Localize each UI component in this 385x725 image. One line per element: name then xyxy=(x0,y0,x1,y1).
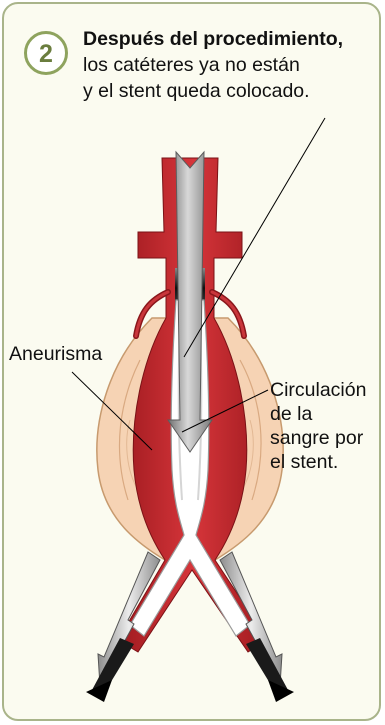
blood-flow-line-3: sangre por xyxy=(270,427,363,449)
blood-flow-line-2: de la xyxy=(270,403,312,425)
aneurysm-label: Aneurisma xyxy=(9,342,102,366)
blood-flow-label: Circulación de la sangre por el stent. xyxy=(270,378,385,474)
blood-flow-line-4: el stent. xyxy=(270,451,338,473)
blood-flow-line-1: Circulación xyxy=(270,379,366,401)
